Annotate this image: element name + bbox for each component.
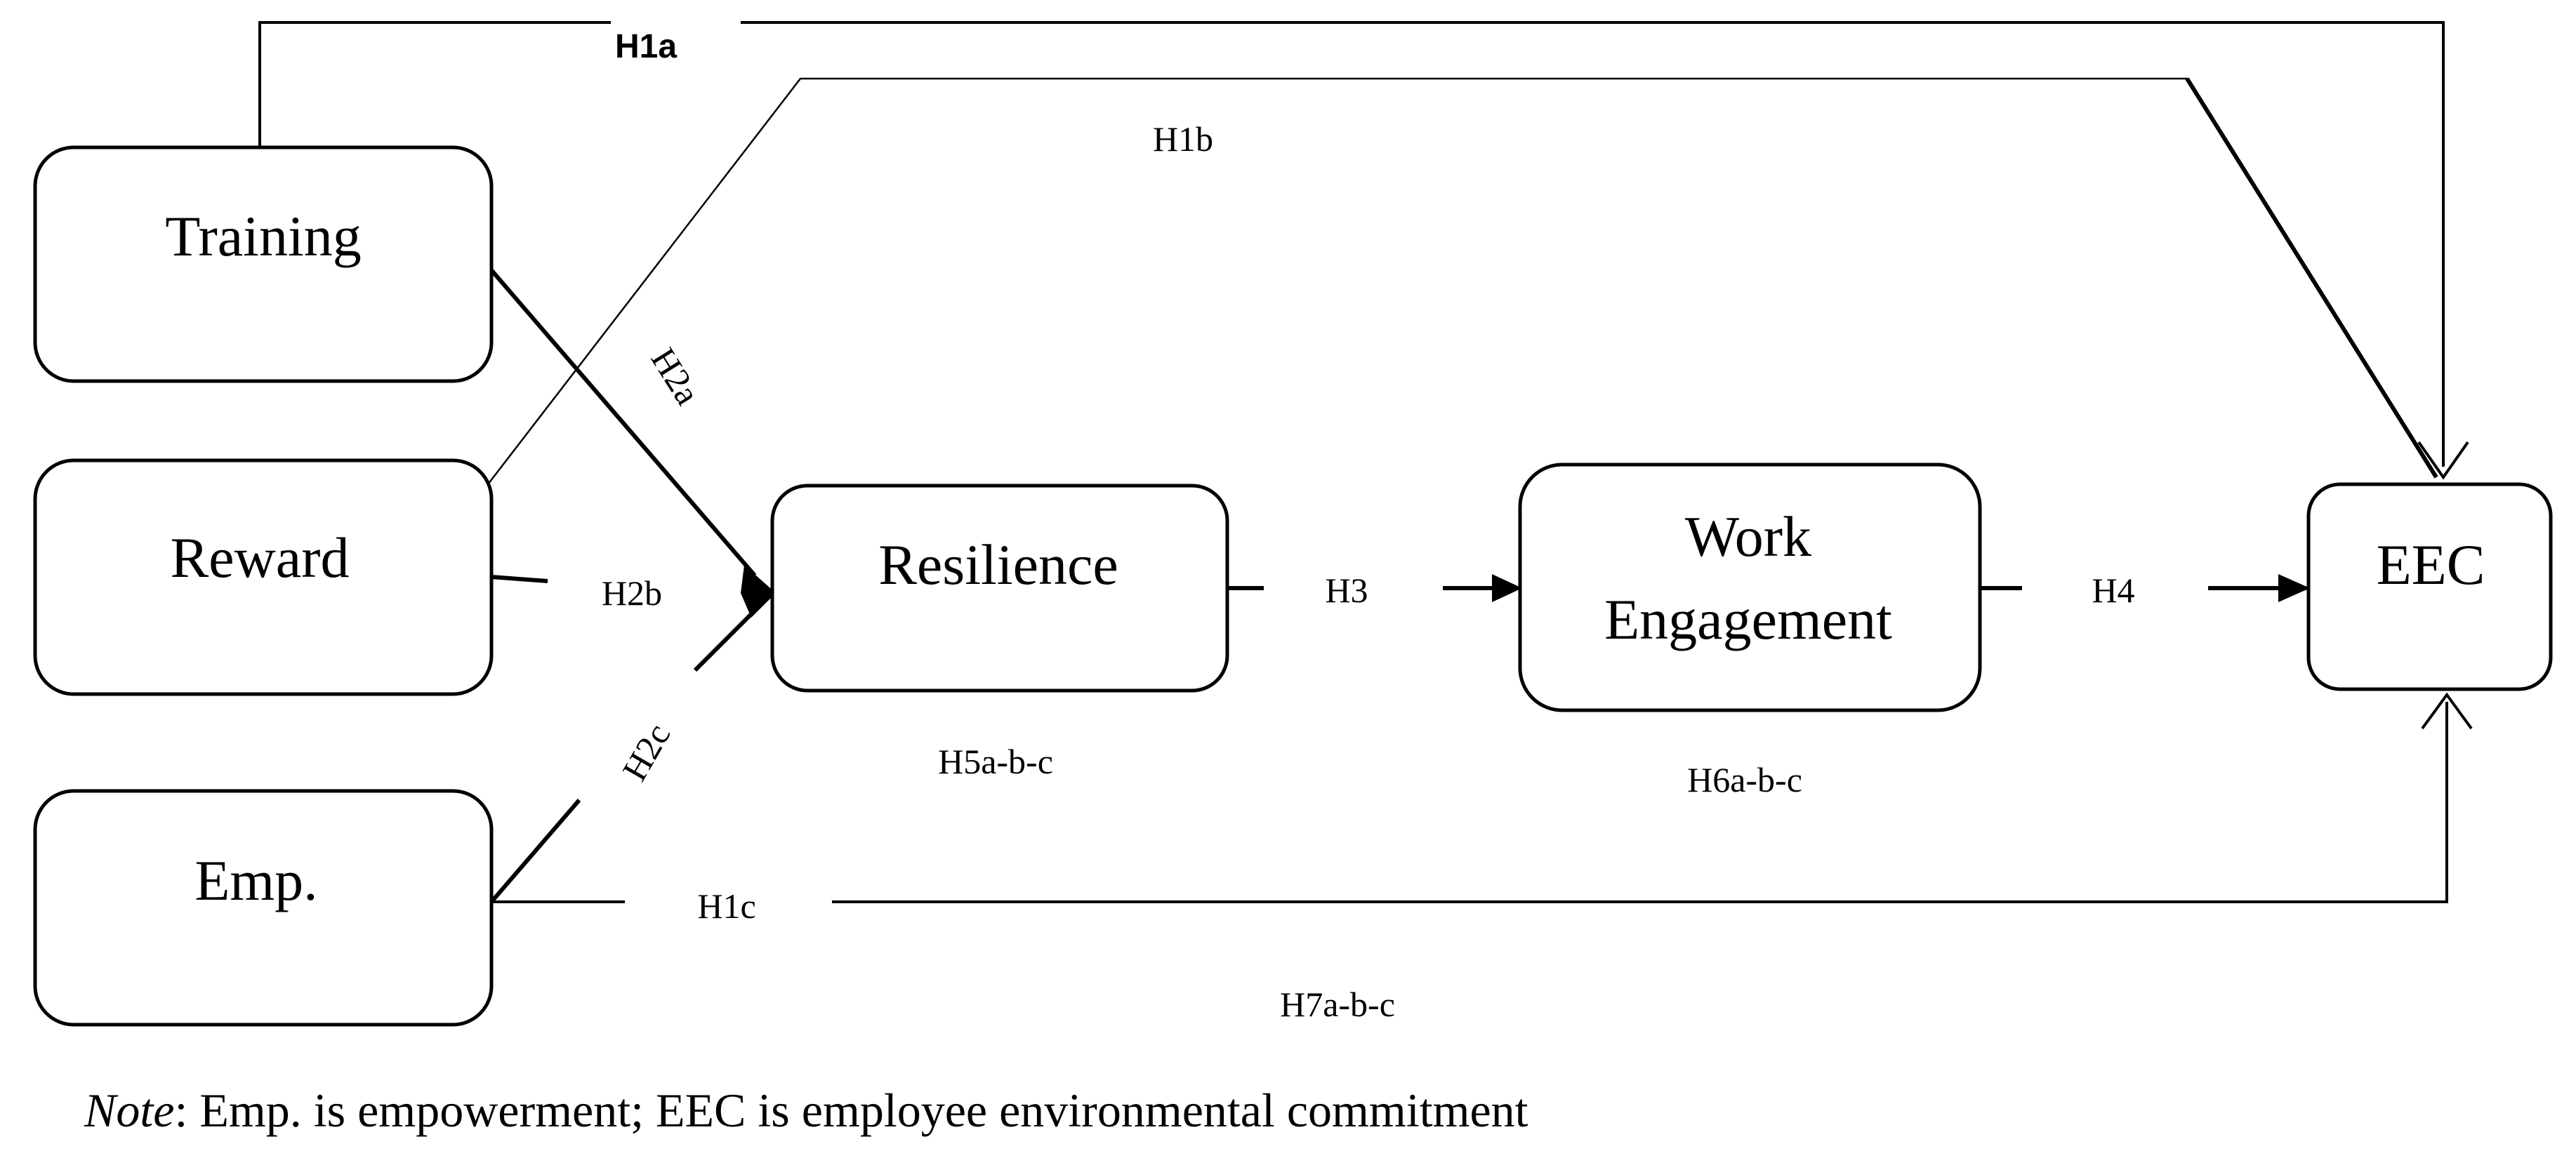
edge-h4-arrowhead <box>2278 574 2310 602</box>
node-training-label: Training <box>165 204 361 268</box>
label-h2c: H2c <box>614 717 678 787</box>
edge-h2b <box>491 575 548 583</box>
edge-h1c-arrowhead <box>2421 692 2473 730</box>
node-emp-label: Emp. <box>194 848 317 912</box>
edge-h3-arrowhead <box>1492 574 1522 602</box>
edge-h2c <box>489 799 581 903</box>
label-h2b: H2b <box>602 573 662 613</box>
edge-h1b <box>487 77 2438 485</box>
edge-h1a <box>258 21 2445 467</box>
node-eec-box <box>2306 482 2553 691</box>
label-h7: H7a-b-c <box>1280 985 1395 1024</box>
node-work-engagement-label-2: Engagement <box>1604 587 1892 651</box>
note-prefix: Note <box>84 1084 174 1137</box>
edge-h1a-arrowhead <box>2417 441 2469 480</box>
node-reward-label: Reward <box>170 526 349 590</box>
label-h1a: H1a <box>615 28 677 65</box>
node-training-box <box>33 145 494 383</box>
node-work-engagement-label-1: Work <box>1685 505 1811 568</box>
edge-h2c-upper <box>693 608 757 672</box>
node-reward-box <box>33 458 494 696</box>
label-h1b: H1b <box>1153 119 1213 159</box>
label-h5: H5a-b-c <box>938 742 1053 781</box>
edge-h1c <box>491 702 2448 903</box>
note-text: : Emp. is empowerment; EEC is employee e… <box>174 1084 1528 1137</box>
edge-h2a <box>489 269 757 577</box>
node-emp-box <box>33 789 494 1027</box>
label-h4: H4 <box>2092 571 2134 610</box>
edge-h1b-emphasis <box>2185 77 2438 479</box>
label-h1c: H1c <box>697 886 755 926</box>
label-h6: H6a-b-c <box>1687 760 1802 799</box>
figure-note: Note: Emp. is empowerment; EEC is employ… <box>84 1084 1528 1137</box>
node-resilience-box <box>770 484 1229 693</box>
label-h3: H3 <box>1325 571 1368 610</box>
node-eec-label: EEC <box>2377 533 2485 597</box>
label-h2a: H2a <box>644 341 708 411</box>
node-resilience-label: Resilience <box>878 533 1118 597</box>
node-work-engagement-box <box>1518 462 1982 712</box>
edge-h2-arrowhead <box>741 565 776 618</box>
